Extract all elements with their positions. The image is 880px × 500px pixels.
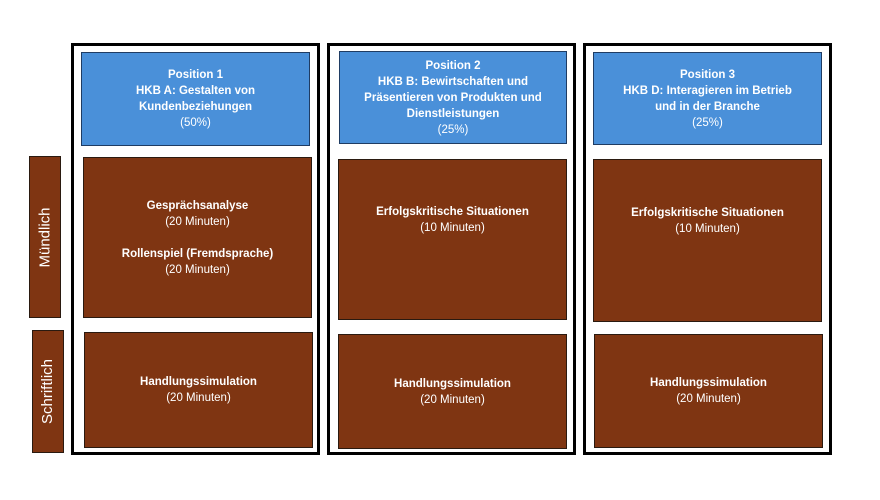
header-position-1: Position 1 HKB A: Gestalten von Kundenbe…: [81, 52, 310, 146]
written-exam-position-2: Handlungssimulation (20 Minuten): [338, 334, 567, 449]
title-line: HKB A: Gestalten von: [135, 85, 256, 97]
exam-duration: (20 Minuten): [166, 392, 231, 404]
row-label-oral: Mündlich: [29, 156, 61, 318]
header-position-2: Position 2 HKB B: Bewirtschaften und Prä…: [339, 51, 567, 144]
oral-exam-position-3: Erfolgskritische Situationen (10 Minuten…: [593, 159, 822, 322]
position-label: Position 3: [680, 68, 735, 81]
exam-name: Erfolgskritische Situationen: [376, 205, 529, 218]
row-label-oral-text: Mündlich: [36, 206, 54, 268]
title-line: HKB D: Interagieren im Betrieb: [623, 84, 792, 97]
position-label: Position 2: [425, 59, 481, 72]
title-line: Kundenbeziehungen: [138, 101, 253, 113]
exam-duration: (20 Minuten): [165, 215, 230, 228]
weight-label: (50%): [180, 117, 211, 129]
exam-name: Handlungssimulation: [650, 377, 767, 389]
exam-duration: (10 Minuten): [675, 222, 740, 235]
weight-label: (25%): [692, 116, 723, 129]
exam-name: Gesprächsanalyse: [146, 199, 249, 212]
written-exam-position-1: Handlungssimulation (20 Minuten): [84, 332, 313, 448]
title-line: HKB B: Bewirtschaften und: [377, 75, 529, 88]
written-exam-position-3: Handlungssimulation (20 Minuten): [594, 334, 823, 448]
exam-duration: (20 Minuten): [420, 393, 485, 406]
row-label-written: Schriftlich: [32, 330, 64, 453]
position-label: Position 1: [168, 69, 223, 81]
exam-duration: (10 Minuten): [420, 221, 485, 234]
exam-name: Handlungssimulation: [140, 376, 257, 388]
title-line: Dienstleistungen: [406, 107, 500, 120]
oral-exam-position-1: Gesprächsanalyse (20 Minuten) Rollenspie…: [83, 157, 312, 318]
exam-name: Handlungssimulation: [394, 377, 511, 390]
exam-name: Erfolgskritische Situationen: [631, 206, 784, 219]
oral-exam-position-2: Erfolgskritische Situationen (10 Minuten…: [338, 159, 567, 320]
exam-duration: (20 Minuten): [165, 263, 230, 276]
exam-name: Rollenspiel (Fremdsprache): [121, 247, 274, 260]
exam-duration: (20 Minuten): [676, 393, 741, 405]
title-line: Präsentieren von Produkten und: [364, 91, 542, 104]
weight-label: (25%): [437, 123, 469, 136]
header-position-3: Position 3 HKB D: Interagieren im Betrie…: [593, 52, 822, 145]
row-label-written-text: Schriftlich: [39, 358, 57, 425]
title-line: und in der Branche: [655, 100, 760, 113]
